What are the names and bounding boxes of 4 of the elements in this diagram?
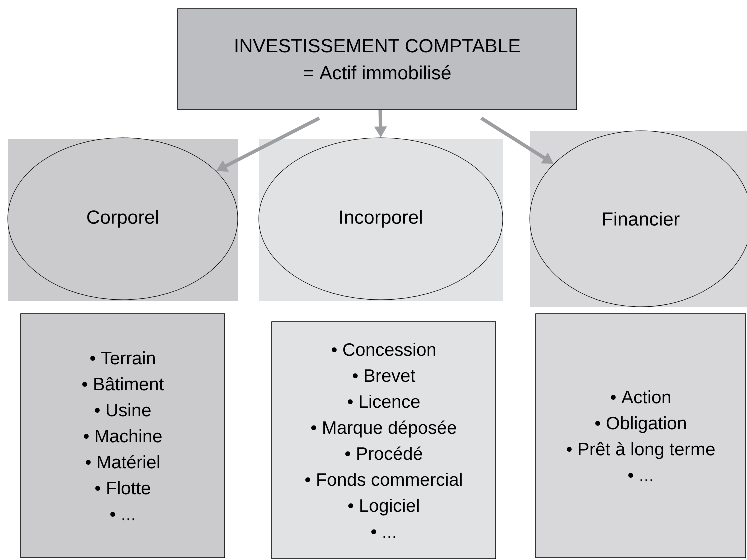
text-box: INVESTISSEMENT COMPTABLE = Actif immobilisé (178, 8, 578, 110)
text-box: • Terrain • Bâtiment • Usine • Machine • Matériel • Flotte • ... (20, 314, 226, 558)
text-box: • Action • Obligation • Prêt à long terme • ... (536, 314, 746, 558)
text-box: • Concession • Brevet • Licence • Marque déposée • Procédé • Fonds commercial • Logiciel • ... (272, 322, 496, 560)
